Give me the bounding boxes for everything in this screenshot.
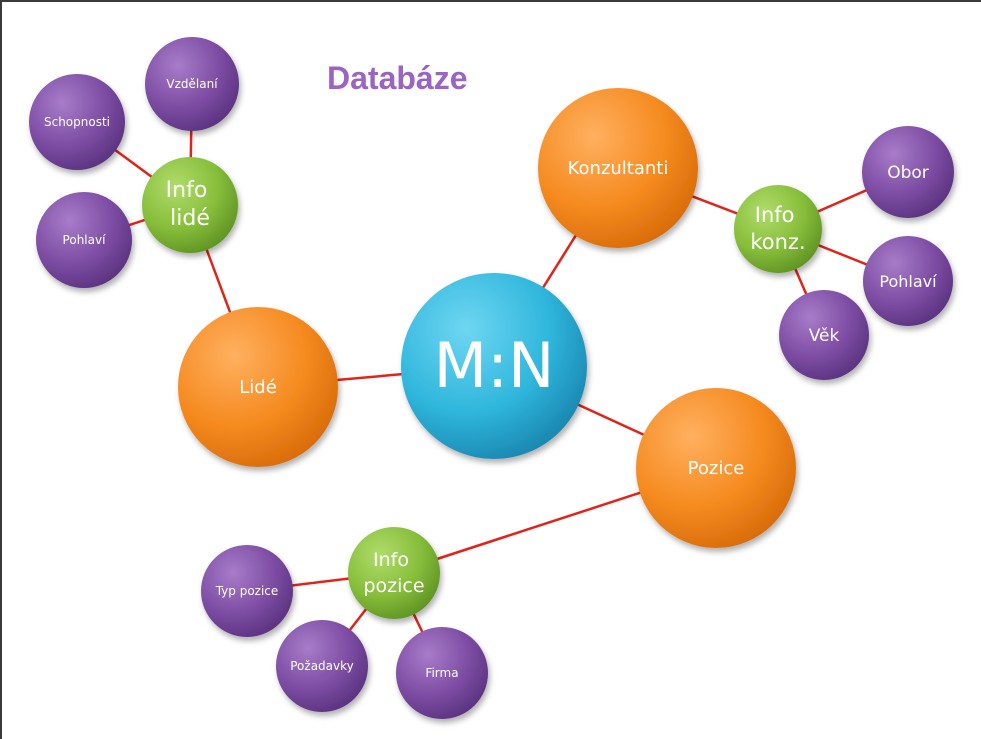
node-info-lide-line-1: Info [166, 178, 208, 203]
node-info-konz-line-2: konz. [750, 230, 805, 254]
node-vzdelani: Vzdělaní [145, 37, 239, 131]
node-vzdelani-label: Vzdělaní [166, 77, 218, 91]
node-pozadavky: Požadavky [276, 620, 368, 712]
node-info-lide-label: Info lidé [166, 178, 215, 231]
node-schopnosti-label: Schopnosti [44, 115, 110, 129]
node-pozadavky-circle [276, 620, 368, 712]
node-obor-circle [862, 126, 954, 218]
node-center-label: M:N [434, 329, 555, 402]
node-info-lide: Info lidé [142, 157, 238, 253]
node-pozadavky-label: Požadavky [290, 659, 354, 673]
node-info-pozice-line-1: Info [373, 549, 409, 571]
node-info-konz-circle [734, 185, 822, 273]
node-vek-circle [779, 290, 869, 380]
node-firma-label: Firma [425, 666, 458, 680]
node-info-lide-circle [142, 157, 238, 253]
node-lide: Lidé [178, 307, 338, 467]
node-konzultanti: Konzultanti [538, 88, 698, 248]
diagram-title: Databáze [327, 60, 468, 96]
node-center-circle [401, 273, 587, 459]
node-pohlavi-konz: Pohlaví [863, 236, 953, 326]
node-firma-circle [396, 627, 488, 719]
node-info-pozice: Info pozice [348, 527, 440, 619]
node-schopnosti-circle [29, 74, 125, 170]
node-info-lide-line-2: lidé [170, 206, 210, 231]
node-pohlavi-lide-label: Pohlaví [63, 233, 107, 247]
node-pozice-circle [636, 388, 796, 548]
node-info-konz-label: Info konz. [750, 203, 805, 254]
node-pohlavi-konz-circle [863, 236, 953, 326]
node-konzultanti-label: Konzultanti [568, 158, 669, 179]
node-lide-label: Lidé [239, 377, 277, 398]
node-vek-label: Věk [809, 326, 840, 346]
node-vek: Věk [779, 290, 869, 380]
node-info-konz: Info konz. [734, 185, 822, 273]
node-typ-pozice-circle [201, 545, 293, 637]
node-typ-pozice: Typ pozice [201, 545, 293, 637]
node-lide-circle [178, 307, 338, 467]
node-pohlavi-konz-label: Pohlaví [879, 272, 937, 291]
node-schopnosti: Schopnosti [29, 74, 125, 170]
node-vzdelani-circle [145, 37, 239, 131]
node-info-pozice-label: Info pozice [363, 549, 424, 597]
node-obor-label: Obor [887, 163, 929, 183]
node-firma: Firma [396, 627, 488, 719]
node-typ-pozice-label: Typ pozice [215, 584, 279, 598]
node-info-pozice-circle [348, 527, 440, 619]
node-pohlavi-lide-circle [36, 192, 132, 288]
node-info-pozice-line-2: pozice [363, 575, 424, 597]
node-pohlavi-lide: Pohlaví [36, 192, 132, 288]
node-center: M:N [401, 273, 587, 459]
node-obor: Obor [862, 126, 954, 218]
node-info-konz-line-1: Info [755, 203, 795, 227]
node-pozice-label: Pozice [688, 458, 745, 479]
node-konzultanti-circle [538, 88, 698, 248]
node-pozice: Pozice [636, 388, 796, 548]
